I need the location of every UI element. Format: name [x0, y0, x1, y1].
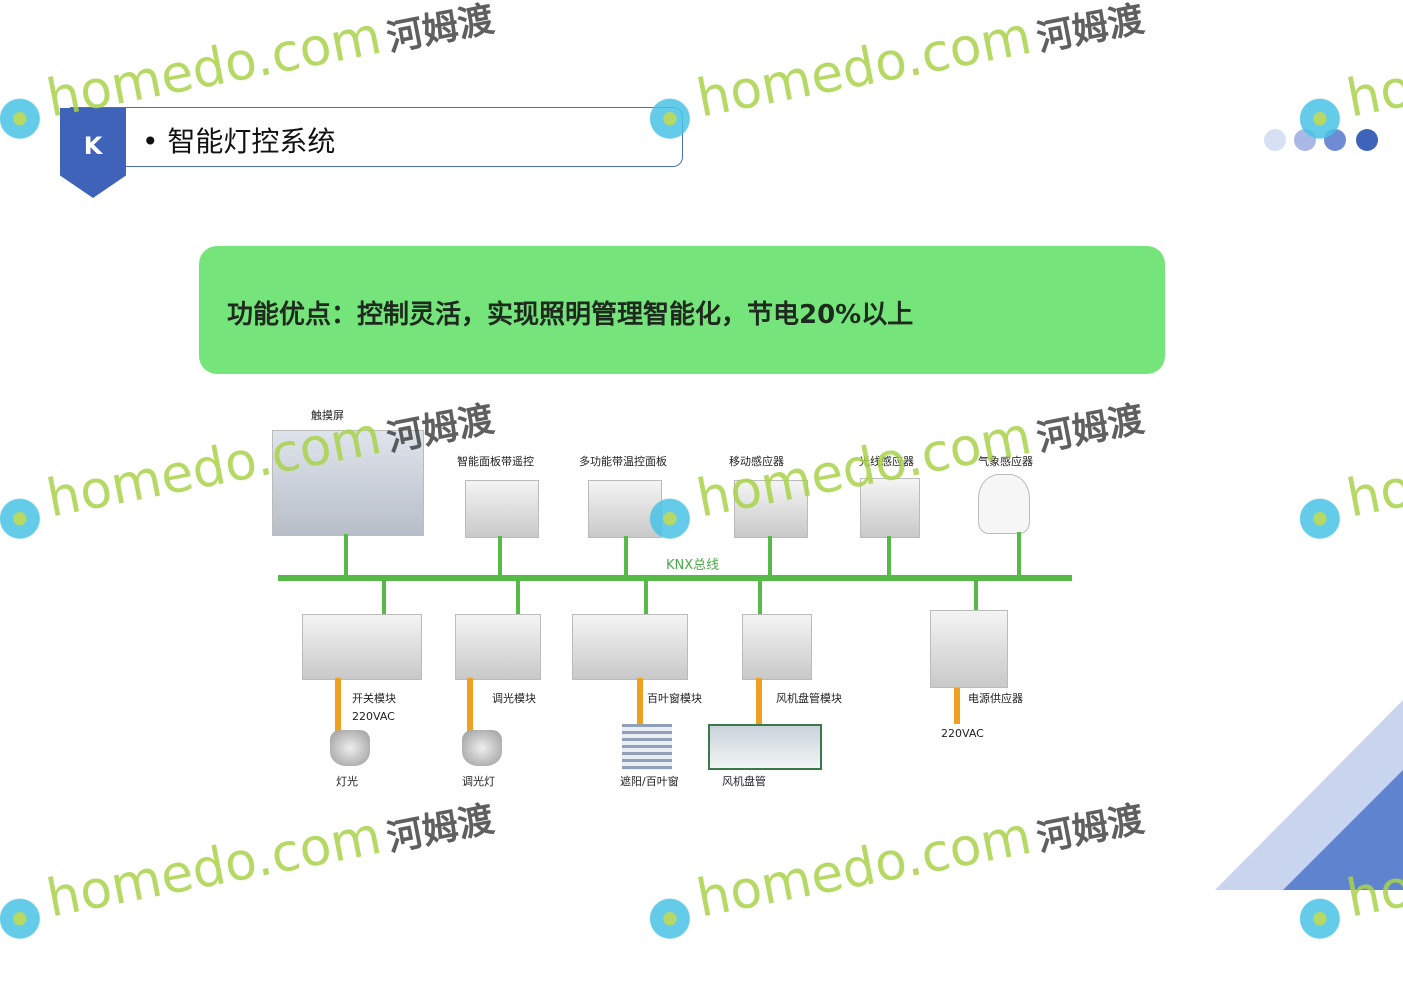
blind-image	[622, 724, 672, 770]
load-label: 调光灯	[462, 775, 495, 788]
lamp-image	[330, 730, 370, 766]
load-label: 遮阳/百叶窗	[620, 775, 679, 788]
load-label: 灯光	[336, 775, 358, 788]
panel-image	[465, 480, 539, 538]
bus-drop	[624, 536, 628, 576]
module-label: 调光模块	[492, 692, 536, 705]
device-label: 移动感应器	[729, 455, 784, 468]
bus-drop	[644, 580, 648, 614]
fan-coil-image	[708, 724, 822, 770]
advantage-banner: 功能优点：控制灵活，实现照明管理智能化，节电20%以上	[199, 246, 1165, 374]
bus-drop	[1017, 532, 1021, 576]
power-line	[756, 678, 762, 724]
logo-badge: K	[60, 108, 126, 198]
bus-drop	[887, 536, 891, 576]
switch-module-image	[302, 614, 422, 680]
bus-drop	[498, 536, 502, 576]
knx-bus	[278, 575, 1072, 581]
power-line	[335, 678, 341, 734]
watermark-flower-icon	[0, 888, 50, 948]
bus-drop	[382, 580, 386, 614]
watermark-flower-icon	[0, 488, 50, 548]
module-label: 风机盘管模块	[776, 692, 842, 705]
motion-sensor-image	[734, 480, 808, 538]
watermark-flower-icon	[0, 88, 50, 148]
watermark: homedo.com	[1287, 6, 1403, 148]
weather-sensor-image	[978, 474, 1030, 534]
device-label: 光线感应器	[859, 455, 914, 468]
decor-dot	[1324, 129, 1346, 151]
module-label: 百叶窗模块	[647, 692, 702, 705]
device-label: 多功能带温控面板	[579, 455, 667, 468]
device-label: 触摸屏	[311, 409, 344, 422]
decor-dot	[1264, 129, 1286, 151]
watermark: homedo.com河姆渡	[637, 784, 1149, 948]
decor-dot	[1356, 129, 1378, 151]
watermark: homedo.com河姆渡	[637, 0, 1149, 148]
watermark-flower-icon	[1290, 488, 1350, 548]
bus-label: KNX总线	[666, 558, 720, 573]
device-label: 智能面板带遥控	[457, 455, 534, 468]
watermark: homedo.com	[1287, 406, 1403, 548]
light-sensor-image	[860, 478, 920, 538]
device-label: 气象感应器	[978, 455, 1033, 468]
voltage-label: 220VAC	[941, 727, 984, 740]
module-label: 电源供应器	[968, 692, 1023, 705]
dimmer-module-image	[455, 614, 541, 680]
bus-drop	[768, 536, 772, 576]
slide-title: • 智能灯控系统	[142, 125, 336, 158]
voltage-label: 220VAC	[352, 710, 395, 723]
fan-coil-module-image	[742, 614, 812, 680]
power-supply-image	[930, 610, 1008, 688]
banner-text: 功能优点：控制灵活，实现照明管理智能化，节电20%以上	[227, 300, 914, 330]
load-label: 风机盘管	[722, 775, 766, 788]
watermark-flower-icon	[640, 888, 700, 948]
power-line	[467, 678, 473, 734]
touch-screen-image	[272, 430, 424, 536]
dimmable-lamp-image	[462, 730, 502, 766]
blind-module-image	[572, 614, 688, 680]
watermark-flower-icon	[1290, 888, 1350, 948]
thermostat-panel-image	[588, 480, 662, 538]
bus-drop	[344, 534, 348, 576]
power-line	[954, 688, 960, 724]
power-line	[637, 678, 643, 724]
bus-drop	[516, 580, 520, 614]
watermark: homedo.com河姆渡	[0, 384, 500, 548]
bus-drop	[758, 580, 762, 614]
bus-drop	[974, 580, 978, 610]
decor-dot	[1294, 129, 1316, 151]
module-label: 开关模块	[352, 692, 396, 705]
watermark: homedo.com河姆渡	[0, 784, 500, 948]
